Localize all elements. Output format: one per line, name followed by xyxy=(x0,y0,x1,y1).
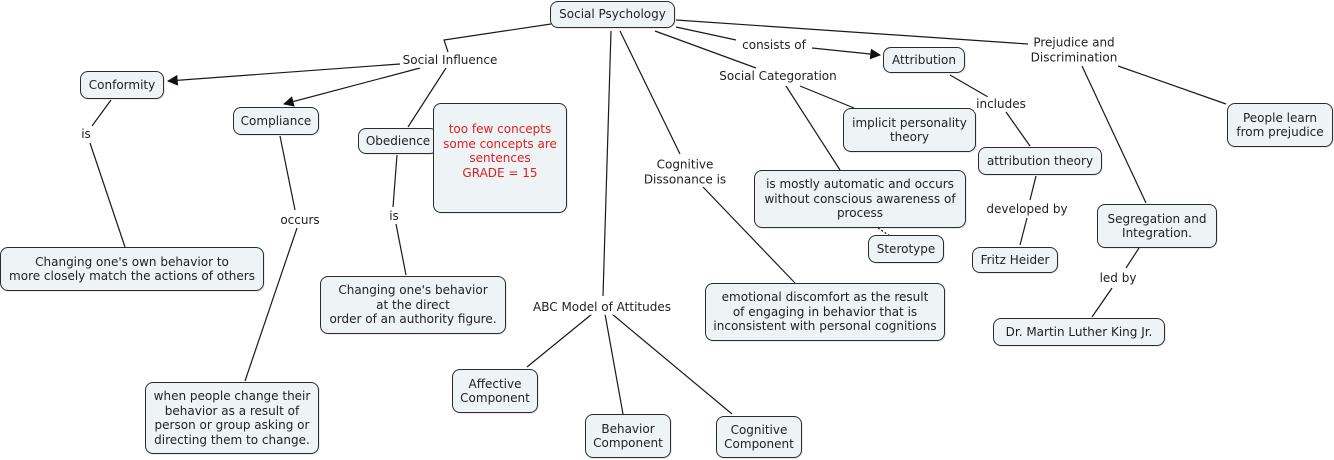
link-line xyxy=(1005,111,1031,147)
concept-martin-luther-king[interactable]: Dr. Martin Luther King Jr. xyxy=(993,318,1165,346)
concept-obedience[interactable]: Obedience xyxy=(358,128,438,154)
link-line xyxy=(811,47,882,60)
link-label-social-categoration[interactable]: Social Categoration xyxy=(717,68,839,84)
link-label-developed-by[interactable]: developed by xyxy=(984,201,1070,217)
concept-implicit-personality-theory[interactable]: implicit personality theory xyxy=(843,108,976,152)
link-line xyxy=(1091,287,1113,318)
concept-attribution-theory[interactable]: attribution theory xyxy=(978,147,1102,175)
link-line xyxy=(1117,65,1227,105)
concept-sterotype[interactable]: Sterotype xyxy=(868,235,944,263)
link-line xyxy=(279,135,296,211)
link-line xyxy=(602,30,612,297)
link-label-includes[interactable]: includes xyxy=(974,96,1028,112)
concept-fritz-heider[interactable]: Fritz Heider xyxy=(972,247,1058,273)
link-line xyxy=(654,30,757,69)
link-line xyxy=(949,74,989,98)
link-line xyxy=(395,223,407,276)
link-label-abc-model[interactable]: ABC Model of Attitudes xyxy=(531,299,673,315)
link-line xyxy=(785,85,841,171)
link-label-social-influence[interactable]: Social Influence xyxy=(400,52,500,68)
link-line xyxy=(675,19,1029,45)
link-line xyxy=(1019,217,1028,246)
link-line xyxy=(877,227,891,237)
link-label-occurs[interactable]: occurs xyxy=(278,212,322,228)
concept-obedience-definition[interactable]: Changing one's behavior at the direct or… xyxy=(320,276,506,334)
link-line xyxy=(282,67,421,107)
concept-affective-component[interactable]: Affective Component xyxy=(452,369,538,413)
grader-note: too few concepts some concepts are sente… xyxy=(433,103,567,213)
link-line xyxy=(526,313,593,368)
link-line xyxy=(1029,175,1037,201)
link-line xyxy=(604,313,624,415)
link-line xyxy=(407,67,447,128)
concept-social-psychology[interactable]: Social Psychology xyxy=(550,1,675,28)
concept-mostly-automatic[interactable]: is mostly automatic and occurs without c… xyxy=(754,170,966,228)
link-line xyxy=(1081,65,1147,204)
link-label-consists-of[interactable]: consists of xyxy=(740,37,808,53)
concept-attribution[interactable]: Attribution xyxy=(883,47,965,73)
link-label-is[interactable]: is xyxy=(79,126,93,142)
link-line xyxy=(611,313,733,415)
link-line xyxy=(675,26,737,41)
link-line xyxy=(799,85,855,109)
concept-conformity[interactable]: Conformity xyxy=(80,71,164,99)
concept-cognitive-component[interactable]: Cognitive Component xyxy=(716,416,802,458)
link-label-is[interactable]: is xyxy=(387,208,401,224)
link-line xyxy=(244,227,298,382)
link-label-led-by[interactable]: led by xyxy=(1097,270,1139,286)
concept-segregation-integration[interactable]: Segregation and Integration. xyxy=(1097,204,1217,248)
link-line xyxy=(443,23,552,53)
concept-conformity-definition[interactable]: Changing one's own behavior to more clos… xyxy=(0,247,264,291)
link-line xyxy=(702,186,796,284)
link-line xyxy=(89,142,126,248)
concept-compliance[interactable]: Compliance xyxy=(233,107,319,135)
link-label-prejudice-discrimination[interactable]: Prejudice and Discrimination xyxy=(1028,35,1120,65)
concept-people-learn-from-prejudice[interactable]: People learn from prejudice xyxy=(1227,103,1333,147)
link-label-cognitive-dissonance[interactable]: Cognitive Dissonance is xyxy=(641,157,729,187)
link-line xyxy=(619,30,681,155)
link-line xyxy=(392,154,398,208)
concept-behavior-component[interactable]: Behavior Component xyxy=(585,414,671,458)
concept-compliance-definition[interactable]: when people change their behavior as a r… xyxy=(145,382,319,454)
link-line xyxy=(91,99,112,127)
link-line xyxy=(166,63,401,86)
concept-dissonance-definition[interactable]: emotional discomfort as the result of en… xyxy=(705,283,945,341)
link-line xyxy=(1125,247,1140,269)
